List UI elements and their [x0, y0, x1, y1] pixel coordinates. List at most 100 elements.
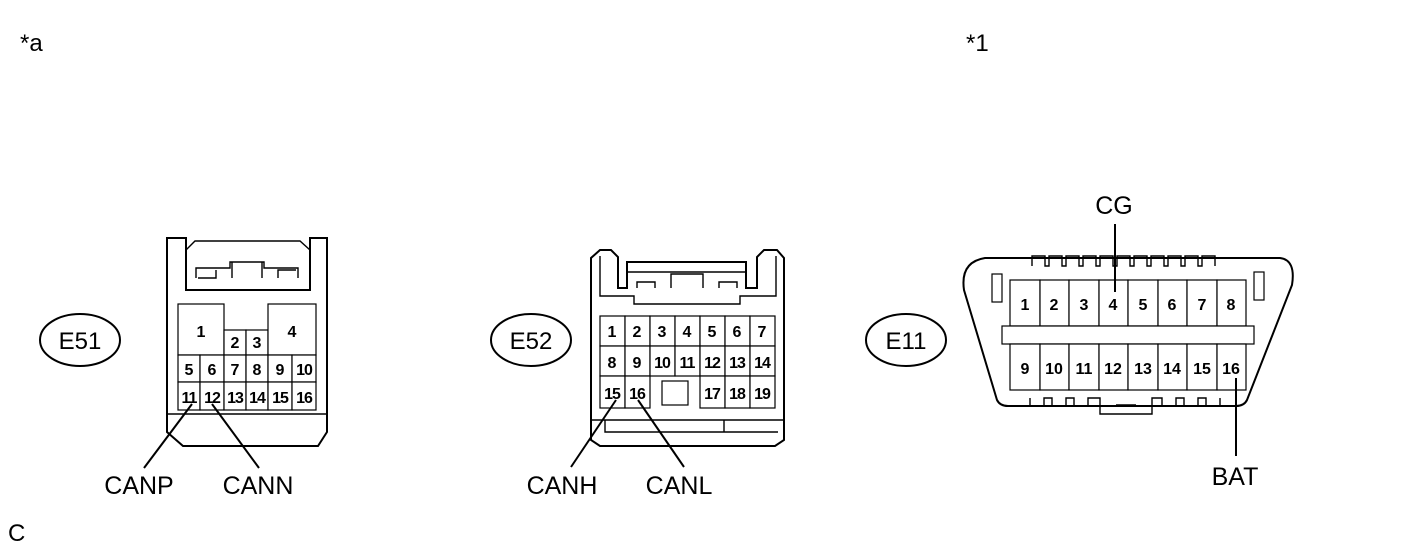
e11-left-tab	[991, 273, 1003, 303]
e11-pin-label: 6	[1168, 297, 1177, 314]
e51-id-label: E51	[59, 328, 102, 355]
e51-pin-label: 13	[227, 390, 244, 407]
e52-latch-detail	[636, 273, 738, 288]
e52-pin-label: 16	[629, 386, 646, 403]
e11-bottom-key	[1029, 397, 1221, 415]
e51-pin-label: 5	[185, 362, 194, 379]
e11-pin-label: 7	[1198, 297, 1207, 314]
e11-pin-label: 11	[1076, 361, 1093, 378]
e52-pin-label: 9	[633, 355, 642, 372]
e11-pin-label: 12	[1104, 361, 1122, 378]
e52-id-label: E52	[510, 328, 553, 355]
e51-pin-label: 8	[253, 362, 262, 379]
e52-id-ellipse	[490, 313, 572, 367]
e52-canh-leader	[570, 399, 617, 468]
connector-e51: E51 1 2 3 4 5 6	[39, 237, 328, 500]
e52-cell	[699, 375, 726, 409]
e51-cell-15	[267, 381, 293, 411]
e51-pin-label: 1	[197, 324, 206, 341]
e11-cell	[1157, 343, 1188, 391]
e11-cell	[1216, 279, 1247, 327]
e51-signal-cann: CANN	[223, 472, 294, 500]
e51-id-ellipse	[39, 313, 121, 367]
e52-pin-label: 7	[758, 324, 767, 341]
e11-cell	[1098, 279, 1129, 327]
e51-pin-label: 11	[182, 390, 198, 407]
e52-pin-label: 12	[704, 355, 721, 372]
e11-signal-bat: BAT	[1212, 463, 1259, 491]
e51-cann-leader	[211, 403, 260, 469]
e51-top-latch	[185, 240, 311, 251]
e11-pin-label: 14	[1163, 361, 1181, 378]
connector-e11: E11	[865, 192, 1294, 491]
e52-cell	[624, 375, 651, 409]
e11-cell	[1216, 343, 1247, 391]
e11-pin-label: 3	[1080, 297, 1089, 314]
e52-cell	[674, 315, 701, 347]
e11-pin-label: 1	[1021, 297, 1030, 314]
e52-pin-label: 6	[733, 324, 742, 341]
e51-canp-leader	[143, 403, 193, 469]
e52-cell	[649, 345, 676, 377]
e52-cell	[624, 315, 651, 347]
e11-cell	[1127, 343, 1159, 391]
e11-pin-label: 5	[1139, 297, 1148, 314]
e52-pin-grid	[599, 315, 776, 409]
e51-pin-label: 16	[296, 390, 313, 407]
e11-cell	[1098, 343, 1129, 391]
e52-pin-label: 4	[683, 324, 692, 341]
corner-label-1: *1	[966, 30, 989, 57]
e52-pin-label: 10	[654, 355, 671, 372]
e52-lower-rail	[591, 419, 784, 433]
e51-cell-16	[291, 381, 317, 411]
e51-pin-label: 12	[204, 390, 221, 407]
e11-pin-label: 8	[1227, 297, 1236, 314]
e11-signal-cg: CG	[1095, 192, 1133, 220]
e11-id-ellipse	[865, 313, 947, 367]
e52-canl-leader	[637, 399, 685, 468]
e52-pin-label: 15	[604, 386, 621, 403]
e11-right-tab	[1253, 271, 1265, 301]
e52-signal-canl: CANL	[646, 472, 713, 500]
e51-cell-4	[267, 303, 317, 356]
e52-signal-canh: CANH	[527, 472, 598, 500]
e52-pin-label: 8	[608, 355, 617, 372]
e11-pin-label: 2	[1050, 297, 1059, 314]
e52-cell	[749, 345, 776, 377]
e52-blank-cavity	[661, 380, 689, 406]
e52-pin-label: 14	[754, 355, 771, 372]
e51-pin-label: 4	[288, 324, 297, 341]
e11-pin-label: 16	[1222, 361, 1240, 378]
e51-pin-label: 6	[208, 362, 217, 379]
e51-pin-grid	[177, 303, 317, 411]
connector-e52: E52	[490, 249, 785, 500]
e11-upper-row	[1009, 279, 1247, 327]
corner-label-a: *a	[20, 30, 43, 57]
e52-cell	[724, 345, 751, 377]
e11-lower-row	[1009, 343, 1247, 391]
corner-label-c: C	[8, 520, 25, 547]
e51-pin-label: 3	[253, 335, 262, 352]
e11-pin-label: 10	[1045, 361, 1063, 378]
e11-pin-label: 15	[1193, 361, 1211, 378]
e11-pin-label: 13	[1134, 361, 1152, 378]
e52-pin-label: 3	[658, 324, 667, 341]
e51-pin-label: 14	[249, 390, 266, 407]
e52-cell	[674, 345, 701, 377]
e52-cell	[624, 345, 651, 377]
e51-signal-canp: CANP	[104, 472, 173, 500]
e51-latch-detail	[195, 261, 299, 279]
e52-cell	[599, 345, 626, 377]
e52-pin-label: 13	[729, 355, 746, 372]
e11-cell	[1039, 343, 1070, 391]
e51-pin-label: 15	[272, 390, 289, 407]
e11-top-key	[1031, 255, 1216, 267]
e51-pin-label: 10	[296, 362, 313, 379]
e52-pin-label: 19	[754, 386, 771, 403]
e52-pin-label: 5	[708, 324, 717, 341]
e52-pin-label: 18	[729, 386, 746, 403]
e11-pin-label: 9	[1021, 361, 1030, 378]
e51-pin-label: 9	[276, 362, 285, 379]
e52-pin-label: 2	[633, 324, 642, 341]
e51-cell-1	[177, 303, 225, 356]
